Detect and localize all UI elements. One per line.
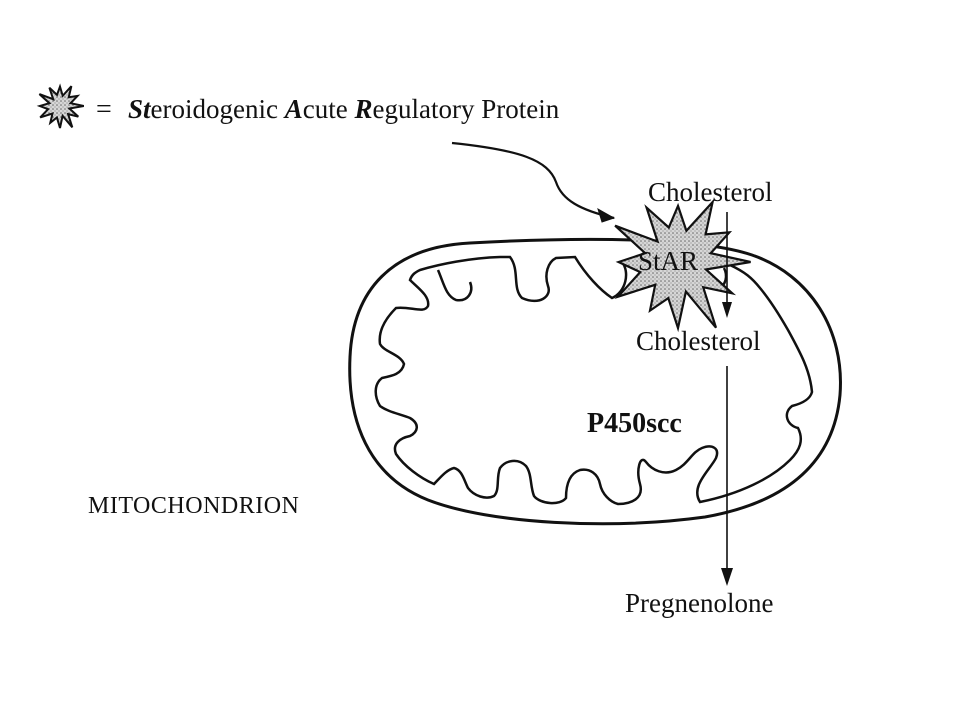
star-label: StAR	[638, 246, 698, 276]
organelle-label: MITOCHONDRION	[88, 493, 299, 519]
star-protein-icon	[614, 198, 751, 333]
legend-segment: R	[353, 94, 372, 124]
legend-pointer-arrow	[451, 141, 616, 223]
inner-membrane	[374, 255, 814, 506]
outer-membrane	[348, 237, 842, 526]
conversion-arrow	[721, 366, 733, 586]
legend-segment: St	[128, 94, 152, 124]
cholesterol-outer-label: Cholesterol	[648, 177, 772, 207]
legend-segment: A	[283, 94, 303, 124]
legend-segment: cute	[303, 94, 355, 124]
legend-star-icon	[36, 83, 85, 129]
product-label: Pregnenolone	[625, 588, 773, 618]
legend-segment: eroidogenic	[151, 94, 285, 124]
enzyme-label: P450scc	[587, 408, 682, 439]
cholesterol-inner-label: Cholesterol	[636, 326, 760, 356]
transport-arrow	[722, 212, 732, 318]
legend-definition: Steroidogenic Acute Regulatory Protein	[128, 94, 560, 124]
legend-equals: =	[96, 94, 112, 125]
legend-segment: egulatory Protein	[373, 94, 560, 124]
